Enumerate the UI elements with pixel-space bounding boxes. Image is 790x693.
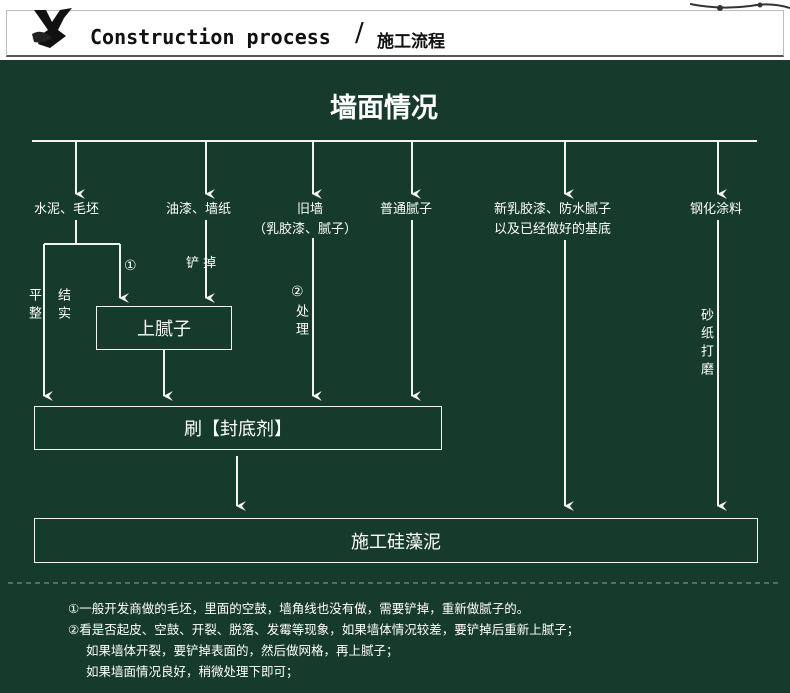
apply-putty-box: 上腻子	[96, 306, 232, 350]
column-label-paint: 油漆、墙纸	[166, 202, 232, 217]
scrape-label: 铲 掉	[186, 256, 217, 271]
step1-marker: ①	[124, 258, 137, 274]
note-4: 如果墙面情况良好，稍微处理下即可；	[86, 664, 299, 679]
column-sub-latex: 以及已经做好的基底	[494, 222, 612, 237]
ink-brush-decoration	[32, 8, 72, 48]
level-label: 平整	[26, 288, 41, 324]
title-english: Construction process	[90, 25, 331, 49]
diagram-board: 墙面情况 水泥、毛坯 油漆、墙纸 旧墙 （乳胶漆、腻子） 普通腻子 新乳胶漆、防…	[0, 60, 790, 693]
step2-marker: ②	[291, 284, 304, 300]
column-label-old-wall: 旧墙	[297, 202, 324, 217]
note-1: ①一般开发商做的毛坯，里面的空鼓，墙角线也没有做，需要铲掉，重新做腻子的。	[68, 601, 530, 616]
diagram-heading: 墙面情况	[330, 93, 438, 124]
diatom-mud-box: 施工硅藻泥	[34, 518, 758, 563]
diatom-mud-label: 施工硅藻泥	[351, 531, 441, 553]
column-label-cement: 水泥、毛坯	[34, 202, 100, 217]
column-label-latex: 新乳胶漆、防水腻子	[494, 202, 612, 217]
title-separator: /	[355, 18, 364, 48]
title-chinese: 施工流程	[377, 32, 445, 52]
primer-label: 刷【封底剂】	[184, 419, 292, 440]
note-3: 如果墙体开裂，要铲掉表面的，然后做网格，再上腻子；	[86, 643, 399, 658]
column-sub-old-wall: （乳胶漆、腻子）	[253, 222, 358, 237]
header-frame	[6, 10, 784, 57]
treat-label: 处理	[293, 304, 308, 340]
page-header: Construction process / 施工流程	[0, 0, 790, 60]
primer-box: 刷【封底剂】	[34, 406, 442, 450]
note-2: ②看是否起皮、空鼓、开裂、脱落、发霉等现象，如果墙体情况较差，要铲掉后重新上腻子…	[68, 622, 580, 637]
sand-label: 砂纸打磨	[698, 308, 713, 380]
solid-label: 结实	[55, 288, 70, 324]
flow-connectors	[8, 140, 782, 584]
branch-decoration	[690, 2, 790, 11]
apply-putty-label: 上腻子	[137, 319, 191, 340]
column-label-putty: 普通腻子	[380, 202, 433, 217]
column-label-steel: 钢化涂料	[690, 202, 743, 217]
